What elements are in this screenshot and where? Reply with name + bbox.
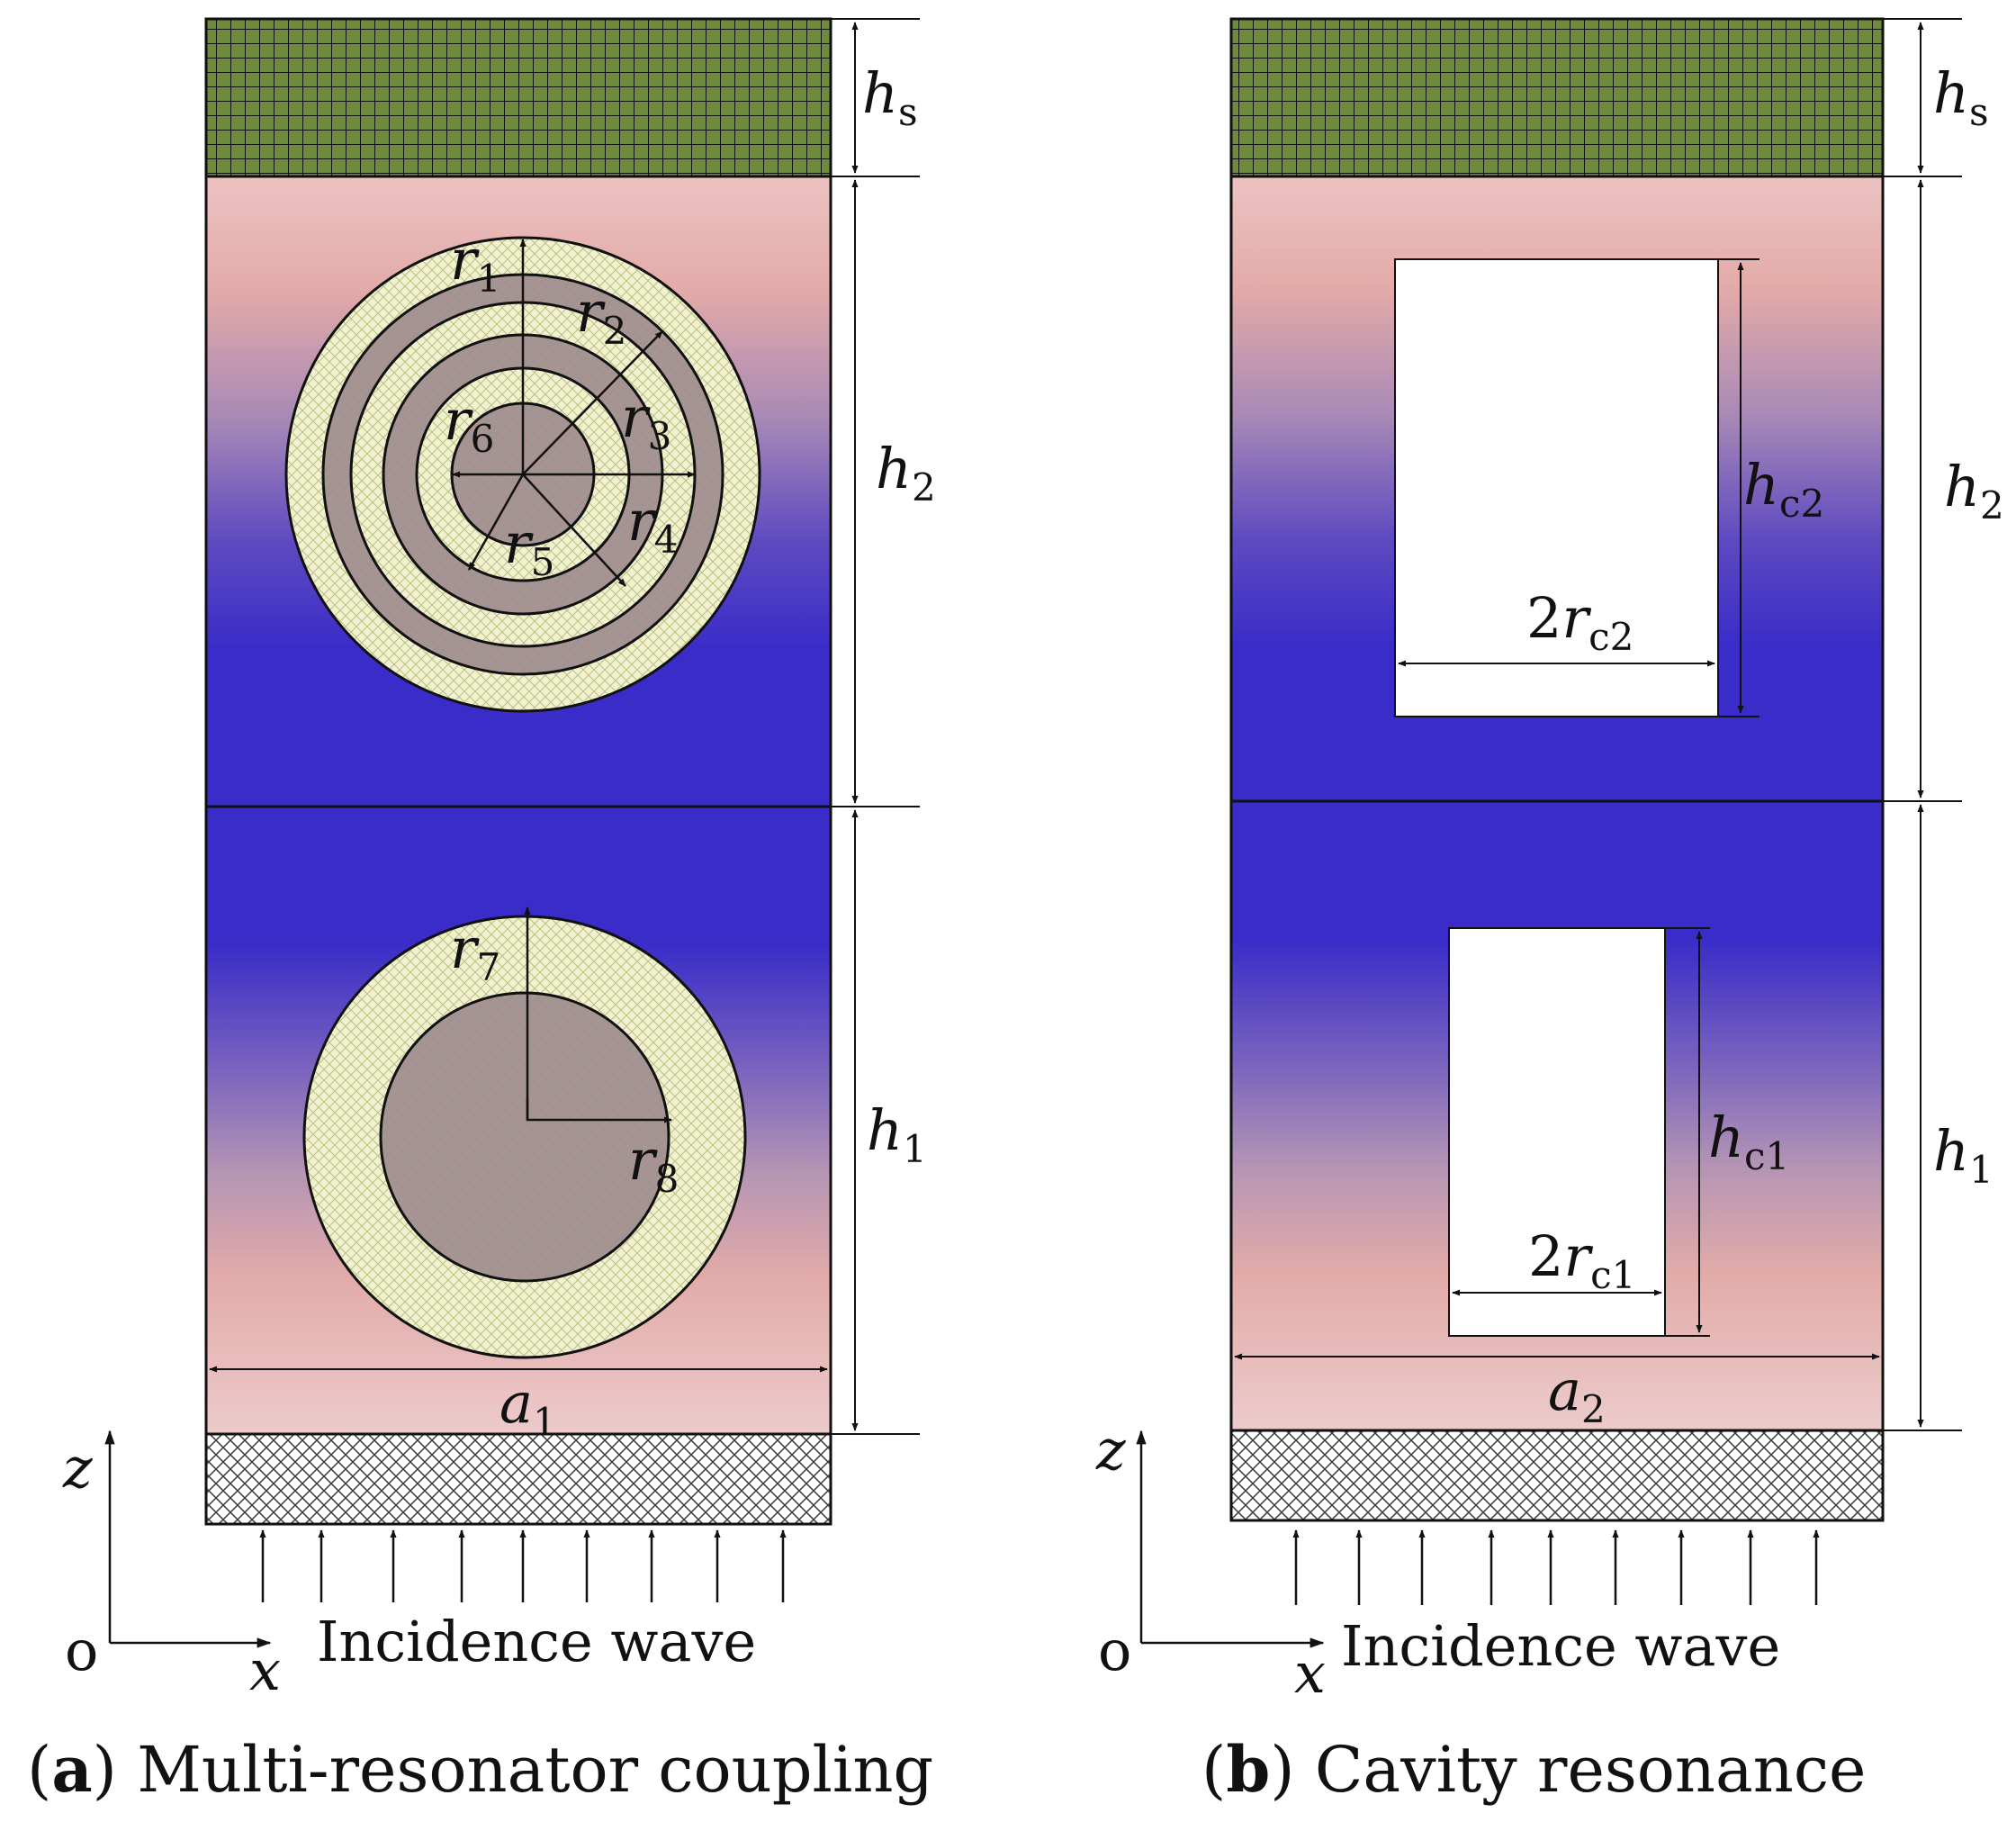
cavity-upper xyxy=(1394,258,1719,717)
dim-hc1: hc1 xyxy=(1708,1105,1789,1178)
label-r5: r5 xyxy=(504,510,554,584)
incidence-label-b: Incidence wave xyxy=(1341,1613,1780,1679)
label-r8: r8 xyxy=(628,1127,679,1201)
multi-ring-resonator xyxy=(284,236,761,713)
label-r2: r2 xyxy=(576,279,626,353)
dim-hs-a: hs xyxy=(862,60,918,134)
incidence-arrows-a xyxy=(259,1529,787,1602)
axis-z-b: z xyxy=(1095,1417,1126,1483)
dim-2rc1: 2rc1 xyxy=(1528,1223,1635,1297)
label-r1: r1 xyxy=(450,227,500,301)
base-layer-a xyxy=(204,1432,832,1526)
cavity-dimensions xyxy=(1398,258,1760,1337)
origin-a: o xyxy=(65,1618,98,1683)
label-r6: r6 xyxy=(444,387,494,461)
dim-h2-a: h2 xyxy=(876,436,936,510)
axes-a xyxy=(104,1430,272,1648)
cavity-lower xyxy=(1448,927,1666,1337)
caption-a: (a) Multi-resonator coupling xyxy=(27,1732,933,1807)
dim-hs-b: hs xyxy=(1933,60,1989,134)
dim-2rc2: 2rc2 xyxy=(1526,585,1634,659)
axis-x-a: x xyxy=(249,1637,281,1703)
label-r3: r3 xyxy=(621,384,671,458)
panel-a: r1 r2 r3 r4 r5 r6 r7 r8 hs h2 h1 a1 xyxy=(27,17,936,1807)
axis-z-a: z xyxy=(62,1435,93,1501)
top-layer-a xyxy=(204,17,832,178)
origin-b: o xyxy=(1098,1618,1131,1683)
top-layer-b xyxy=(1229,17,1885,178)
axes-b xyxy=(1136,1430,1325,1648)
two-layer-resonator xyxy=(302,906,747,1359)
dim-a2: a2 xyxy=(1548,1357,1606,1431)
caption-b: (b) Cavity resonance xyxy=(1202,1732,1866,1807)
incidence-arrows-b xyxy=(1292,1529,1820,1605)
label-r7: r7 xyxy=(450,916,500,989)
dimensions-a xyxy=(209,18,920,1435)
incidence-label-a: Incidence wave xyxy=(317,1609,756,1674)
dim-h1-b: h1 xyxy=(1933,1118,1994,1192)
dim-hc2: hc2 xyxy=(1743,452,1824,526)
axis-x-b: x xyxy=(1294,1640,1326,1706)
label-r4: r4 xyxy=(627,488,678,562)
dim-a1: a1 xyxy=(500,1370,557,1444)
panel-b: hc2 2rc2 hc1 2rc1 hs h2 h1 a2 xyxy=(1095,17,2004,1807)
dim-h2-b: h2 xyxy=(1944,454,2004,528)
dimensions-b xyxy=(1234,18,1962,1431)
base-layer-b xyxy=(1229,1429,1885,1522)
dim-h1-a: h1 xyxy=(867,1097,927,1171)
